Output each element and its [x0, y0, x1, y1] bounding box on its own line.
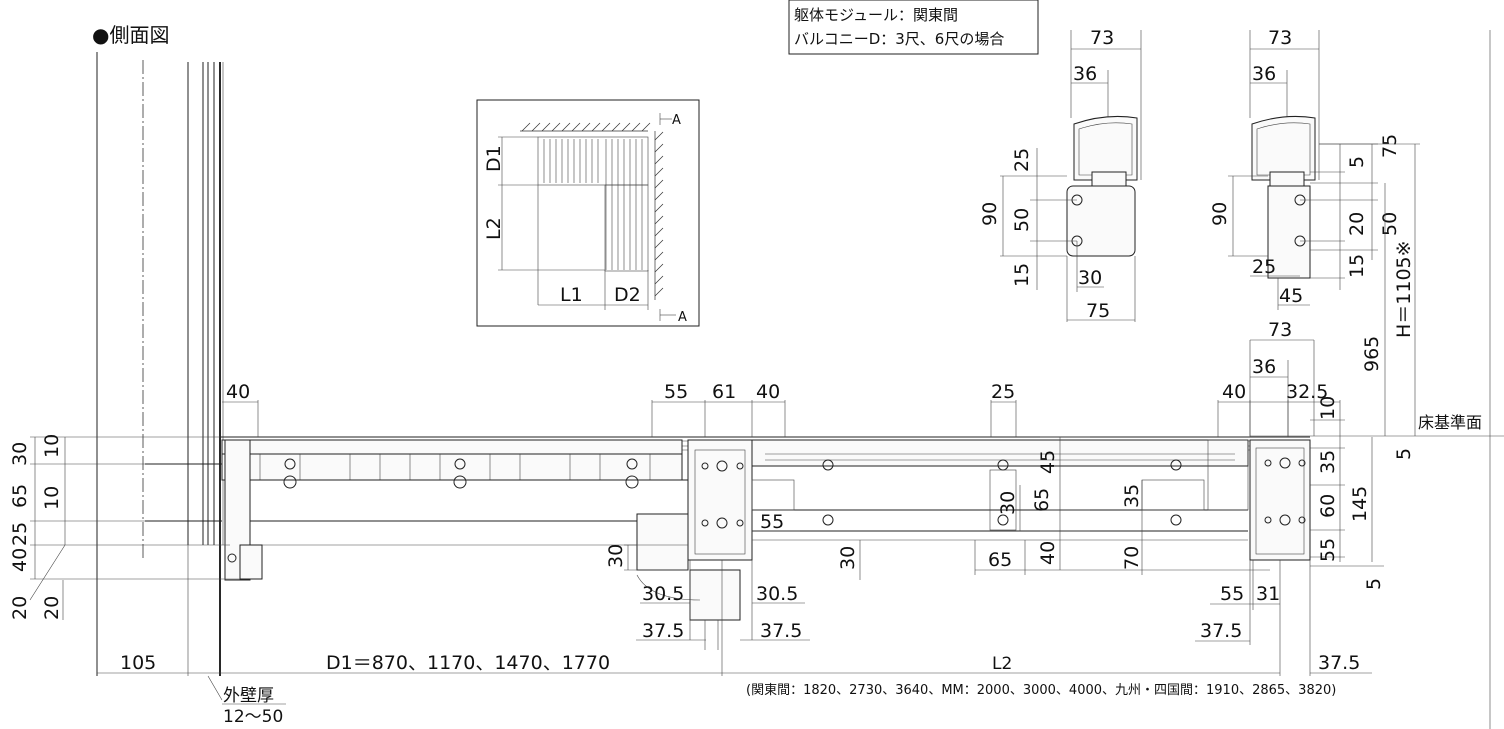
height-total: H＝1105※ [1393, 240, 1415, 338]
dim-37-5-right: 37.5 [760, 620, 802, 642]
dim-40-beam: 40 [1037, 541, 1059, 565]
side-view-label: ●側面図 [92, 23, 169, 47]
right-detail-50: 50 [1379, 212, 1401, 236]
right-detail-45: 45 [1279, 285, 1303, 307]
side-view-middle-dims: 55 61 40 55 30 30 30.5 30.5 37.5 37.5 [605, 381, 861, 642]
left-dim-65: 65 [9, 484, 31, 508]
dim-30-drain: 30 [605, 544, 627, 568]
left-detail-75: 75 [1086, 300, 1110, 322]
left-dim-10b: 10 [41, 486, 63, 510]
height-965: 965 [1361, 336, 1383, 372]
side-view-left-dims: 30 10 65 10 25 40 20 20 40 105 D1＝870、11… [9, 381, 723, 727]
dim-55-top: 55 [664, 381, 688, 403]
wall-thickness-range: 12～50 [223, 707, 283, 727]
left-detail-73: 73 [1090, 27, 1114, 49]
wall-thickness-label: 外壁厚 [223, 686, 274, 706]
right-dim-37-5-left: 37.5 [1200, 620, 1242, 642]
dim-37-5-left: 37.5 [642, 620, 684, 642]
column-73: 73 [1268, 319, 1292, 341]
right-dim-60: 60 [1317, 494, 1339, 518]
right-dim-55: 55 [1317, 538, 1339, 562]
right-dim-5a: 5 [1393, 448, 1415, 460]
right-detail-90: 90 [1209, 202, 1231, 226]
column-36: 36 [1252, 356, 1276, 378]
right-dim-31: 31 [1256, 583, 1280, 605]
floor-reference-label: 床基準面 [1418, 413, 1482, 432]
left-detail-90: 90 [979, 202, 1001, 226]
left-detail-25: 25 [1011, 148, 1033, 172]
right-detail-36: 36 [1252, 63, 1276, 85]
left-detail-36: 36 [1073, 63, 1097, 85]
section-a-top: A [672, 113, 681, 128]
left-dim-10a: 10 [41, 434, 63, 458]
right-dim-10: 10 [1317, 396, 1339, 420]
left-dim-30: 30 [9, 442, 31, 466]
module-note-box: 躯体モジュール：関東間 バルコニーD：3尺、6尺の場合 [788, 0, 1039, 55]
plan-d2-label: D2 [614, 284, 641, 306]
right-dim-35: 35 [1317, 450, 1339, 474]
dim-61: 61 [712, 381, 736, 403]
right-dim-40: 40 [1222, 381, 1246, 403]
left-detail-15: 15 [1011, 263, 1033, 287]
overall-height-dims: 965 H＝1105※ 床基準面 73 36 [1249, 143, 1504, 437]
left-dim-40: 40 [9, 548, 31, 572]
dim-30-5-left: 30.5 [642, 583, 684, 605]
plan-l2-label: L2 [483, 217, 505, 240]
rail-detail-left: 73 36 25 90 50 15 30 75 [979, 27, 1142, 322]
dim-30-inner: 30 [997, 491, 1019, 515]
dim-65-bottom: 65 [988, 549, 1012, 571]
d1-values: D1＝870、1170、1470、1770 [326, 652, 610, 674]
dim-30-beam: 30 [837, 546, 859, 570]
l2-values: (関東間：1820、2730、3640、MM：2000、3000、4000、九州… [746, 682, 1336, 698]
right-detail-75: 75 [1379, 134, 1401, 158]
dim-30-5-right: 30.5 [756, 583, 798, 605]
section-a-bottom: A [678, 310, 687, 325]
plan-view: D1 L2 L1 D2 A A [476, 99, 700, 327]
dim-35-inner: 35 [1121, 484, 1143, 508]
side-view-structure [145, 436, 1384, 650]
dim-40-mid: 40 [756, 381, 780, 403]
dim-105: 105 [120, 652, 156, 674]
right-detail-20: 20 [1346, 212, 1368, 236]
wall-lines [96, 52, 224, 676]
side-view-beam-dims: 25 45 40 30 65 35 70 65 L2 (関東間：1820、273… [722, 381, 1336, 698]
right-detail-25: 25 [1252, 256, 1276, 278]
left-detail-50: 50 [1011, 208, 1033, 232]
right-dim-32-5: 32.5 [1286, 381, 1328, 403]
rail-detail-right: 73 36 5 75 20 50 15 90 25 45 [1209, 27, 1401, 310]
left-detail-30: 30 [1078, 267, 1102, 289]
plan-d1-label: D1 [483, 145, 505, 172]
left-dim-20a: 20 [9, 596, 31, 620]
plan-l1-label: L1 [560, 284, 583, 306]
dim-40-left: 40 [226, 381, 250, 403]
right-dim-145: 145 [1349, 486, 1371, 522]
dim-55-beam: 55 [760, 511, 784, 533]
right-dim-5b: 5 [1363, 578, 1385, 590]
dim-70: 70 [1121, 546, 1143, 570]
module-note-line2: バルコニーD：3尺、6尺の場合 [794, 30, 1004, 48]
right-dim-55-bottom: 55 [1220, 583, 1244, 605]
right-dim-37-5-right: 37.5 [1318, 652, 1360, 674]
right-detail-15: 15 [1346, 254, 1368, 278]
dim-45: 45 [1037, 450, 1059, 474]
dim-65-inner: 65 [1031, 488, 1053, 512]
l2-label: L2 [992, 654, 1012, 674]
right-detail-73: 73 [1268, 27, 1292, 49]
left-dim-20b: 20 [41, 596, 63, 620]
right-detail-5: 5 [1346, 156, 1368, 168]
left-dim-25: 25 [9, 522, 31, 546]
dim-25-top: 25 [991, 381, 1015, 403]
module-note-line1: 躯体モジュール：関東間 [794, 6, 958, 24]
right-column-dims: 40 32.5 10 35 60 55 145 5 5 55 31 37.5 3… [1195, 30, 1491, 729]
